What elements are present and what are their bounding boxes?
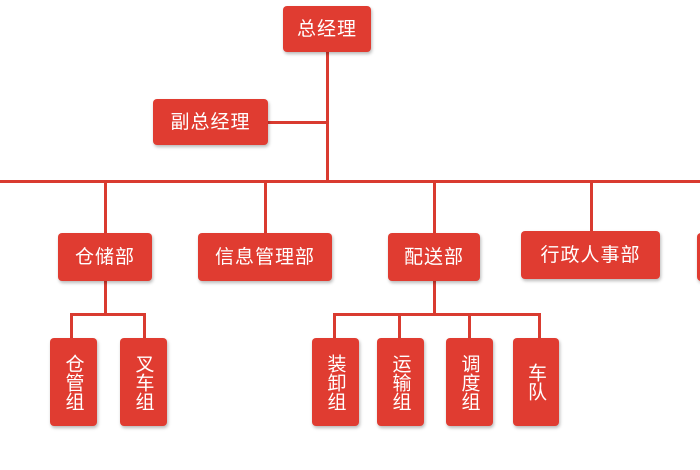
connector-deputy-horizontal bbox=[266, 121, 328, 124]
connector-dept-delivery bbox=[433, 182, 436, 234]
connector-top-vertical bbox=[326, 50, 329, 182]
connector-delivery-1 bbox=[333, 313, 336, 339]
connector-delivery-down bbox=[433, 280, 436, 315]
node-group-transport: 运输组 bbox=[377, 338, 424, 426]
connector-delivery-3 bbox=[468, 313, 471, 339]
node-dept-cutoff bbox=[697, 233, 700, 281]
node-group-warehouse-mgmt: 仓管组 bbox=[50, 338, 97, 426]
connector-dept-admin bbox=[590, 182, 593, 234]
connector-delivery-horizontal bbox=[333, 313, 541, 316]
node-dept-warehouse: 仓储部 bbox=[58, 233, 152, 281]
node-group-loading: 装卸组 bbox=[312, 338, 359, 426]
node-dept-info-management: 信息管理部 bbox=[198, 233, 332, 281]
connector-dept-warehouse bbox=[104, 182, 107, 234]
node-group-forklift: 叉车组 bbox=[120, 338, 167, 426]
node-dept-delivery: 配送部 bbox=[388, 233, 480, 281]
connector-delivery-2 bbox=[398, 313, 401, 339]
node-group-fleet: 车队 bbox=[513, 338, 559, 426]
connector-dept-info bbox=[264, 182, 267, 234]
connector-main-horizontal bbox=[0, 180, 700, 183]
node-deputy-general-manager: 副总经理 bbox=[153, 99, 268, 145]
connector-warehouse-horizontal bbox=[70, 313, 146, 316]
node-dept-admin-hr: 行政人事部 bbox=[521, 231, 660, 279]
node-general-manager: 总经理 bbox=[283, 6, 371, 52]
connector-warehouse-left bbox=[70, 313, 73, 339]
connector-warehouse-right bbox=[143, 313, 146, 339]
connector-delivery-4 bbox=[538, 313, 541, 339]
connector-warehouse-down bbox=[104, 280, 107, 315]
node-group-dispatch: 调度组 bbox=[446, 338, 493, 426]
